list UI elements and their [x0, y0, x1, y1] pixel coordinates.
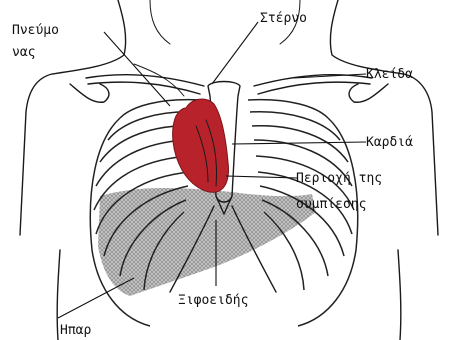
label-compression-line2: συμπίεσης — [296, 197, 366, 212]
label-xiphoid: Ξιφοειδής — [178, 293, 248, 308]
clavicles — [70, 75, 388, 103]
heart-shape — [173, 99, 229, 192]
label-liver: Ηπαρ — [60, 323, 91, 338]
label-sternum: Στέρνο — [260, 11, 307, 26]
label-lung-line1: Πνεύμο — [12, 23, 59, 38]
label-heart: Καρδιά — [366, 135, 413, 150]
label-compression-line1: Περιοχή της — [296, 171, 382, 186]
label-clavicle: Κλείδα — [366, 67, 413, 82]
heart — [173, 99, 229, 192]
label-lung-line2: νας — [12, 45, 35, 60]
